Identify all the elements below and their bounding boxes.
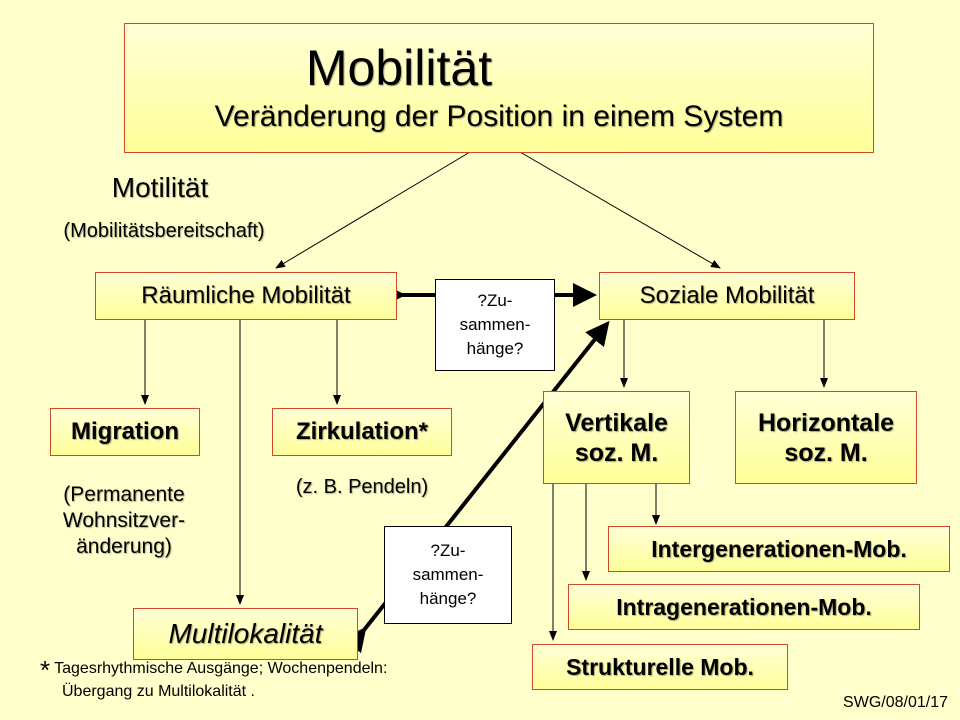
zirkulation-box: Zirkulation* (272, 408, 452, 456)
migration-note: (Permanente Wohnsitzver- änderung) (62, 483, 186, 558)
footnote-line1: Tagesrhythmische Ausgänge; Wochenpendeln… (54, 660, 388, 677)
motilitaet-label: Motilität (111, 172, 209, 203)
migration-box: Migration (50, 408, 200, 456)
zusammenhaenge-bottom-box: ?Zu- sammen- hänge? (384, 526, 512, 624)
footnote-star: * (40, 655, 51, 685)
footnote-line2: Übergang zu Multilokalität . (62, 683, 255, 700)
raeumliche-mobilitaet-box: Räumliche Mobilität (95, 272, 397, 320)
zirkulation-note: (z. B. Pendeln) (295, 476, 429, 498)
slide-code: SWG/08/01/17 (843, 694, 948, 711)
title-box: Mobilität Veränderung der Position in ei… (124, 23, 874, 153)
zusammenhaenge-top-box: ?Zu- sammen- hänge? (435, 279, 555, 371)
intragenerationen-box: Intragenerationen-Mob. (568, 584, 920, 630)
motilitaet-sublabel: (Mobilitätsbereitschaft) (63, 220, 265, 242)
horizontale-box: Horizontale soz. M. (735, 391, 917, 484)
page-title: Mobilität (305, 40, 493, 96)
strukturelle-box: Strukturelle Mob. (532, 644, 788, 690)
page-subtitle: Veränderung der Position in einem System (214, 100, 784, 133)
soziale-mobilitaet-box: Soziale Mobilität (599, 272, 855, 320)
multilokalitaet-box: Multilokalität (133, 608, 358, 660)
arrow-title-to-sozial (519, 151, 721, 269)
arrow-title-to-raeumlich (275, 151, 471, 269)
vertikale-box: Vertikale soz. M. (543, 391, 690, 484)
footnote: *Tagesrhythmische Ausgänge; Wochenpendel… (40, 655, 520, 703)
intergenerationen-box: Intergenerationen-Mob. (608, 526, 950, 572)
